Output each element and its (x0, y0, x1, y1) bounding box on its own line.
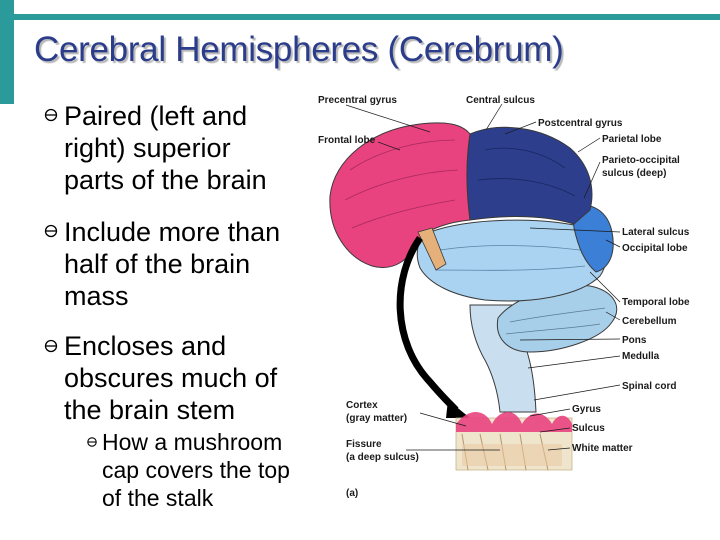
label-cortex-2: (gray matter) (346, 413, 407, 424)
label-panel-a: (a) (346, 488, 358, 499)
label-central-sulcus: Central sulcus (466, 95, 535, 106)
label-pons: Pons (622, 335, 647, 346)
label-cortex-1: Cortex (346, 400, 378, 411)
label-fissure-1: Fissure (346, 439, 382, 450)
label-lateral-sulcus: Lateral sulcus (622, 227, 690, 238)
label-fissure-2: (a deep sulcus) (346, 452, 419, 463)
label-cerebellum: Cerebellum (622, 316, 677, 327)
label-frontal-lobe: Frontal lobe (318, 135, 376, 146)
label-parietal-lobe: Parietal lobe (602, 134, 662, 145)
label-spinal-cord: Spinal cord (622, 381, 676, 392)
label-white-matter: White matter (572, 443, 633, 454)
label-medulla: Medulla (622, 351, 660, 362)
parietal-lobe-shape (467, 127, 592, 224)
label-postcentral-gyrus: Postcentral gyrus (538, 118, 623, 129)
label-precentral-gyrus: Precentral gyrus (318, 95, 397, 106)
label-parieto-occipital-2: sulcus (deep) (602, 168, 666, 179)
label-temporal-lobe: Temporal lobe (622, 297, 690, 308)
label-gyrus: Gyrus (572, 404, 601, 415)
label-sulcus: Sulcus (572, 423, 605, 434)
label-occipital-lobe: Occipital lobe (622, 243, 688, 254)
label-parieto-occipital-1: Parieto-occipital (602, 155, 680, 166)
